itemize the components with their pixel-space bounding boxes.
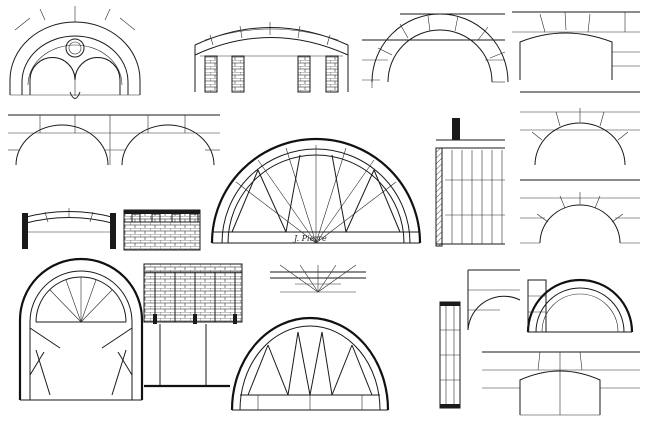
stone-arch-wall-drawing bbox=[362, 14, 508, 88]
small-truss-diagram bbox=[270, 265, 366, 292]
centring-elevation-drawing bbox=[436, 118, 505, 246]
narrow-post-elevation-drawing bbox=[440, 302, 460, 408]
brick-vault-section-drawing bbox=[124, 210, 200, 250]
segmental-vault-drawing bbox=[195, 22, 348, 92]
small-flat-vault-drawing bbox=[22, 208, 116, 249]
lower-right-flat-arch-drawing bbox=[482, 352, 640, 415]
flat-arch-lintel-drawing bbox=[512, 12, 640, 80]
post-and-plank-scaffold-drawing bbox=[144, 264, 242, 386]
right-stone-arch-lower bbox=[520, 180, 640, 243]
engraver-signature: J. Pierre bbox=[292, 234, 327, 243]
double-arch-wall-drawing bbox=[8, 115, 220, 165]
arch-centring-with-props-drawing bbox=[20, 259, 142, 400]
lower-truss-centring-drawing bbox=[232, 318, 388, 410]
twin-arch-roundel-drawing bbox=[10, 6, 140, 99]
voussoir-ring-arch-drawing bbox=[528, 280, 632, 332]
stone-pier-arch-drawing bbox=[468, 270, 520, 330]
right-stone-arch-upper bbox=[520, 92, 640, 165]
large-arch-centring-drawing: J. Pierre bbox=[212, 139, 420, 243]
